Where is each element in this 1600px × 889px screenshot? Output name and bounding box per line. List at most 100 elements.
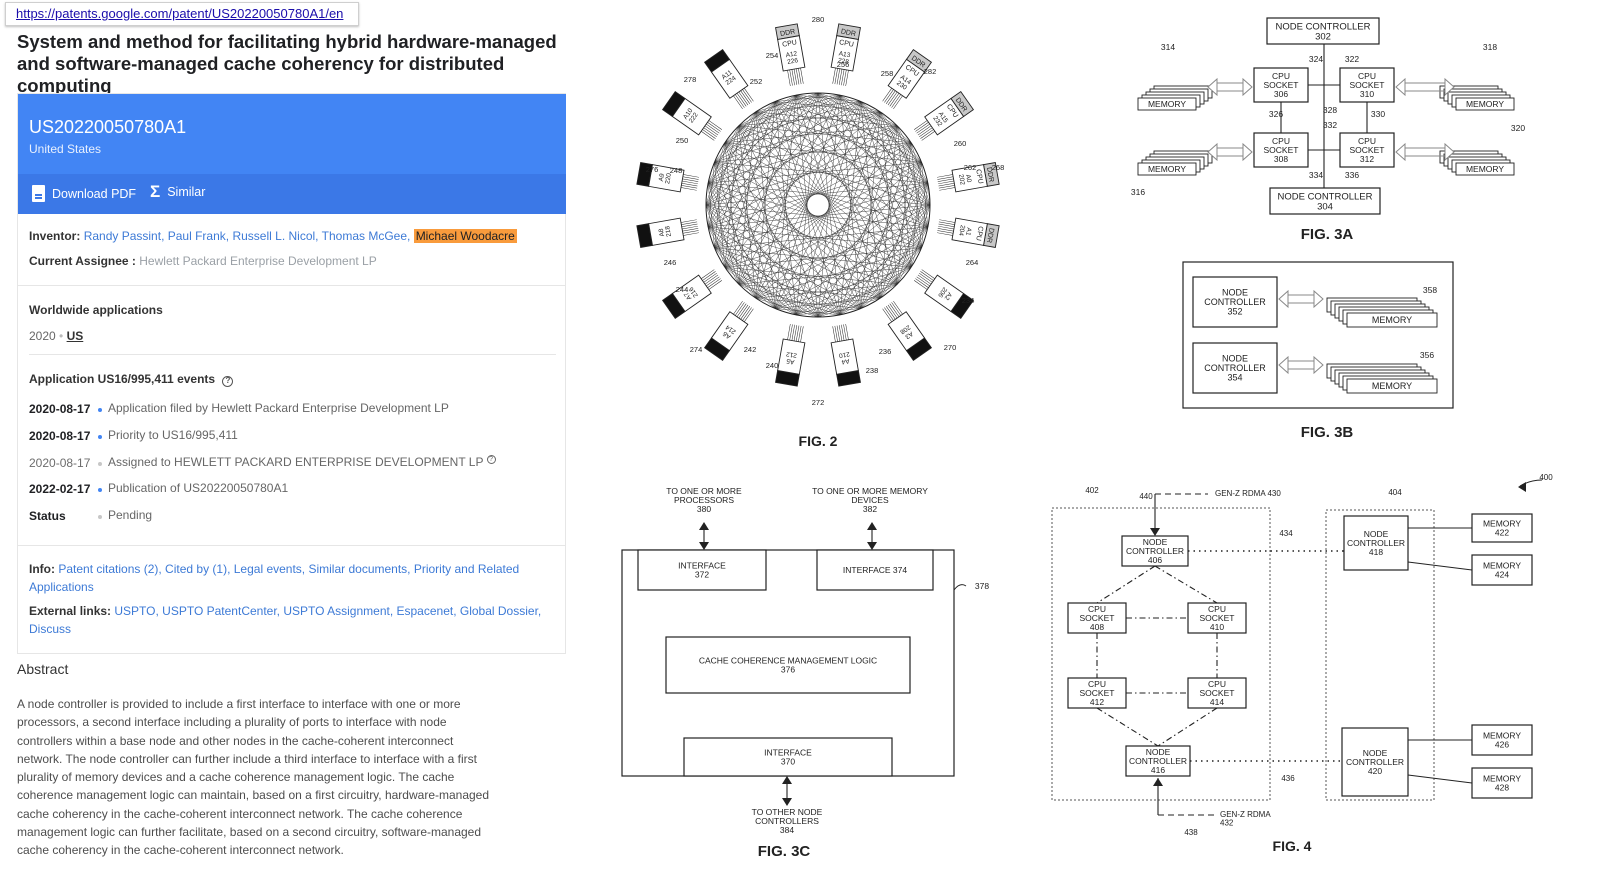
inventor-link[interactable]: Randy Passint bbox=[83, 229, 162, 243]
external-links[interactable]: USPTO, USPTO PatentCenter, USPTO Assignm… bbox=[114, 604, 542, 618]
interface-370 bbox=[683, 737, 893, 777]
figure-label: FIG. 3C bbox=[758, 843, 811, 860]
inventor-link[interactable]: Russell L. Nicol bbox=[232, 229, 316, 243]
info-links[interactable]: Patent citations (2), Cited by (1), Lega… bbox=[58, 562, 520, 576]
help-icon[interactable]: ? bbox=[486, 455, 496, 464]
socket-wire bbox=[791, 69, 795, 86]
mesh-line bbox=[724, 267, 861, 309]
memory-link bbox=[1287, 360, 1315, 370]
mesh-line bbox=[707, 183, 776, 309]
mesh-line bbox=[896, 125, 912, 268]
mesh-line bbox=[910, 142, 922, 248]
socket-wire bbox=[936, 232, 953, 236]
status-value: Pending bbox=[108, 508, 153, 522]
mesh-line bbox=[817, 142, 912, 318]
socket-label: A4210 bbox=[838, 350, 851, 366]
mesh-line bbox=[796, 247, 922, 316]
external-links-label: External links: bbox=[29, 604, 112, 618]
mesh-line bbox=[705, 94, 840, 206]
mesh-line bbox=[714, 162, 797, 315]
event-date: 2020-08-17 bbox=[29, 402, 91, 416]
memory-link-arrow bbox=[1444, 77, 1455, 97]
download-pdf-label: Download PDF bbox=[52, 186, 137, 201]
mesh-line bbox=[705, 111, 881, 206]
inventor-link[interactable]: Paul Frank bbox=[167, 229, 226, 243]
worldwide-heading: Worldwide applications bbox=[29, 303, 163, 317]
abstract-text: A node controller is provided to include… bbox=[17, 695, 497, 860]
cpu-link bbox=[1157, 707, 1218, 747]
arrow-head bbox=[1153, 778, 1163, 786]
socket-wire bbox=[742, 307, 752, 321]
socket-wire bbox=[740, 90, 751, 104]
reference-numeral: 326 bbox=[1269, 109, 1283, 119]
mesh-line bbox=[774, 95, 797, 309]
mesh-line bbox=[714, 111, 881, 163]
mesh-line bbox=[775, 297, 881, 309]
worldwide-row: 2020 • US bbox=[29, 329, 84, 343]
help-icon[interactable]: ? bbox=[222, 376, 234, 387]
mesh-line bbox=[714, 94, 840, 163]
mesh-line bbox=[708, 226, 922, 249]
memory-link bbox=[1404, 147, 1446, 157]
reference-numeral: 262 bbox=[964, 163, 977, 172]
url-bar[interactable]: https://patents.google.com/patent/US2022… bbox=[5, 2, 359, 26]
mesh-line bbox=[755, 111, 776, 309]
socket-wire bbox=[938, 182, 955, 187]
mesh-line bbox=[755, 204, 931, 299]
socket-wire bbox=[921, 269, 935, 279]
socket-wire bbox=[736, 303, 747, 317]
memory-link-arrow bbox=[1395, 77, 1406, 97]
socket-wire bbox=[682, 176, 699, 180]
mesh-line bbox=[860, 101, 929, 184]
mesh-line bbox=[774, 101, 928, 228]
abstract-title: Abstract bbox=[17, 661, 69, 677]
mesh-line bbox=[708, 161, 922, 184]
socket-wire bbox=[701, 131, 715, 141]
mesh-line bbox=[705, 204, 840, 316]
socket-wire bbox=[740, 306, 751, 320]
socket-wire bbox=[738, 304, 749, 319]
download-pdf-button[interactable]: Download PDF bbox=[32, 185, 136, 202]
worldwide-country-link[interactable]: US bbox=[66, 329, 84, 343]
socket-wire bbox=[920, 129, 934, 139]
event-dot bbox=[98, 462, 102, 466]
reference-numeral: 316 bbox=[1131, 187, 1145, 197]
cpu-block bbox=[887, 58, 926, 99]
socket-wire bbox=[682, 178, 699, 182]
mesh-line bbox=[839, 95, 862, 309]
mesh-line bbox=[738, 125, 797, 315]
socket-wire bbox=[800, 67, 804, 84]
similar-button[interactable]: Σ Similar bbox=[150, 183, 205, 200]
event-dot bbox=[98, 435, 102, 439]
mesh-line bbox=[910, 142, 931, 206]
cpu-label: CPU bbox=[974, 169, 983, 185]
info-link-applications[interactable]: Applications bbox=[29, 580, 94, 594]
arrow-head bbox=[867, 542, 877, 550]
socket-wire bbox=[843, 69, 847, 86]
socket-wire bbox=[885, 306, 896, 320]
socket-wire bbox=[682, 230, 699, 234]
status-label: Status bbox=[29, 509, 66, 523]
mesh-line bbox=[796, 94, 931, 206]
node-controller-420 bbox=[1341, 727, 1409, 797]
inventor-link-highlighted[interactable]: Michael Woodacre bbox=[413, 229, 517, 243]
mesh-line bbox=[860, 101, 912, 143]
mesh-line bbox=[738, 125, 912, 144]
socket-wire bbox=[938, 223, 955, 228]
reference-numeral: 404 bbox=[1388, 488, 1402, 497]
cpu-block bbox=[777, 35, 806, 72]
mesh-line bbox=[705, 182, 928, 206]
abstract-line: A node controller is provided to include… bbox=[17, 697, 461, 711]
inventor-link[interactable]: Thomas McGee bbox=[321, 229, 407, 243]
socket-wire bbox=[701, 269, 715, 279]
assignee-link[interactable]: Hewlett Packard Enterprise Development L… bbox=[139, 254, 377, 268]
cpu-block bbox=[830, 338, 859, 375]
url-link[interactable]: https://patents.google.com/patent/US2022… bbox=[16, 6, 344, 21]
socket-wire bbox=[938, 221, 955, 225]
discuss-link[interactable]: Discuss bbox=[29, 622, 72, 636]
reference-numeral: 322 bbox=[1345, 54, 1359, 64]
mesh-line bbox=[708, 226, 861, 309]
